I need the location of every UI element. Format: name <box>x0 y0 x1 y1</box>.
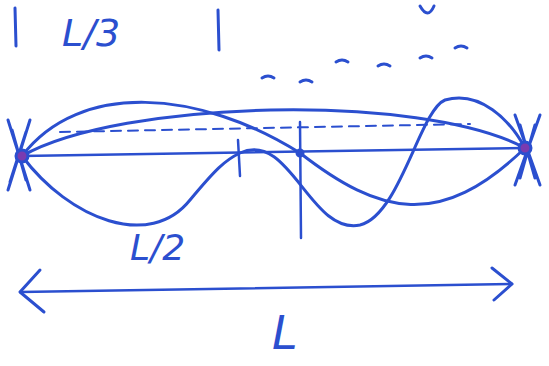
tick-mark <box>15 8 16 46</box>
dash-marks <box>262 46 467 82</box>
third-harmonic <box>22 98 525 226</box>
length-arrow <box>20 284 512 292</box>
partial-mark <box>420 6 434 13</box>
length-label: L <box>272 310 298 356</box>
node-dot <box>297 150 303 156</box>
tick-mark <box>218 10 219 50</box>
node-line <box>300 122 301 238</box>
length-third: L/3 <box>62 14 120 52</box>
fundamental-mode <box>22 110 525 156</box>
node-line <box>238 140 240 176</box>
arrow-head <box>20 270 44 312</box>
arrow-head <box>492 268 512 300</box>
dashed-amplitude <box>60 124 470 132</box>
second-harmonic <box>22 102 525 204</box>
left-support <box>8 120 30 190</box>
length-half: L/2 <box>130 230 185 266</box>
right-support <box>515 115 540 185</box>
